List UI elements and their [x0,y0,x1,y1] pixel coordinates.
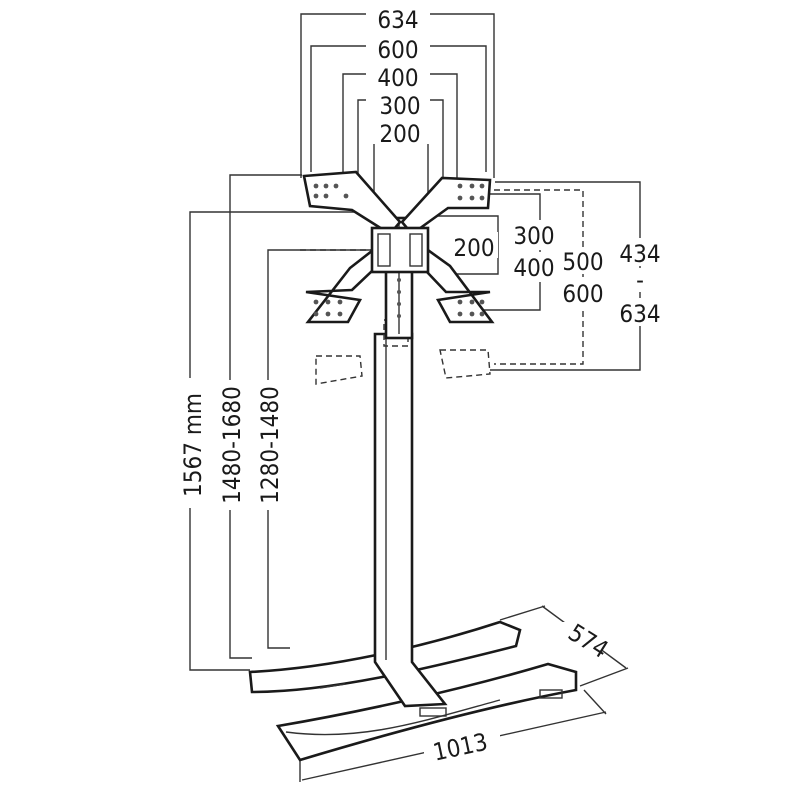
alt-left-bracket [315,355,363,385]
width-ext-right [583,689,607,715]
front-foot [275,662,578,762]
height-range-lower-label: 1280-1480 [256,386,284,504]
width-634-label: 634 [377,6,418,34]
height-434-label: 434 [619,240,660,268]
height-500-label: 500 [562,248,603,276]
width-200-label: 200 [379,120,420,148]
depth-ext-top [499,605,546,621]
vesa-height-labels: 200 300 400 500 600 434 - 634 [450,220,666,328]
height-300-label: 300 [513,222,554,250]
height-range-upper-label: 1480-1680 [218,386,246,504]
height-200-label: 200 [453,234,494,262]
height-400-label: 400 [513,254,554,282]
height-600-label: 600 [562,280,603,308]
vesa-mount [302,170,495,340]
height-634-label: 634 [619,300,660,328]
front-foot-pad-right [539,689,563,699]
center-plate-left-tab [377,233,391,267]
height-500-600-bracket [494,189,584,365]
width-600-label: 600 [377,36,418,64]
width-400-label: 400 [377,64,418,92]
center-plate-right-tab [409,233,423,267]
front-foot-curve [285,699,501,736]
carriage-holes [397,278,401,318]
front-foot-pad-center [419,707,447,717]
alt-right-bracket [439,349,491,379]
mount-center-plate [370,226,430,274]
arm-upper-right [400,176,492,236]
arm-holes [313,183,485,317]
height-range-dash: - [636,266,644,294]
arm-upper-left [302,170,402,236]
overall-height-labels: 1567 mm 1480-1680 1280-1480 [178,378,284,510]
width-labels: 634 600 400 300 200 [366,6,430,148]
total-height-label: 1567 mm [179,393,207,497]
back-foot-pad [319,683,346,689]
depth-ext-bottom [579,667,629,687]
width-300-label: 300 [379,92,420,120]
